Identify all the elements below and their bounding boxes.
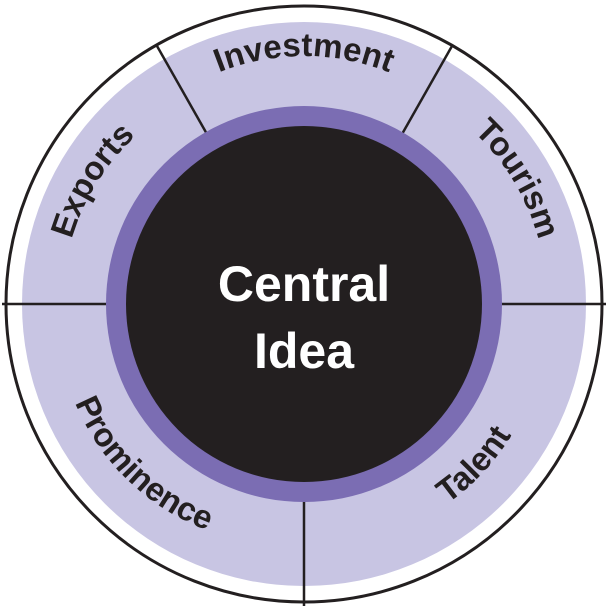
center-title-line2: Idea [254, 323, 355, 379]
center-circle [126, 126, 482, 482]
center-title-line1: Central [218, 256, 390, 312]
